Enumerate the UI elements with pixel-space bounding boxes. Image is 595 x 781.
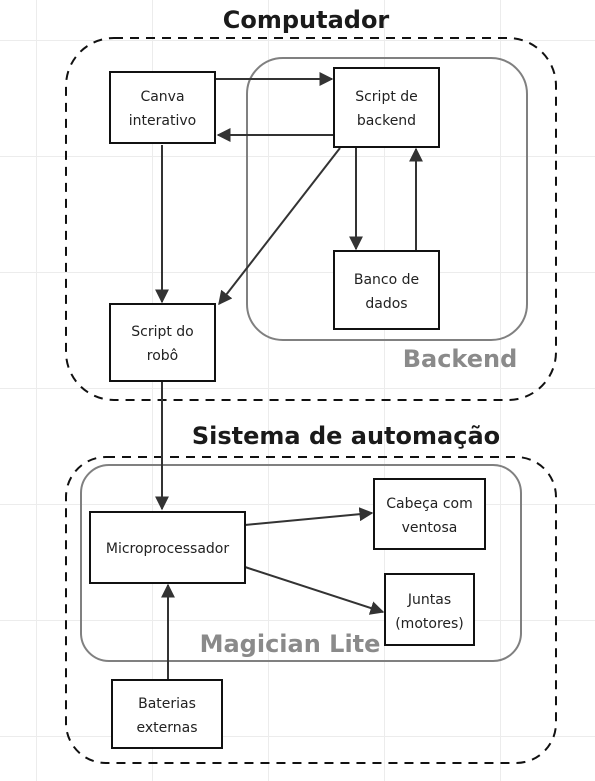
node-baterias-externas: Baterias externas — [111, 679, 223, 749]
sistema-group — [65, 456, 557, 764]
node-microprocessador: Microprocessador — [89, 511, 246, 584]
computador-group — [65, 37, 557, 401]
cabeca-label-line-2: ventosa — [402, 520, 458, 536]
node-cabeca-ventosa: Cabeça com ventosa — [373, 478, 486, 550]
edge-micro-to-cabeca — [244, 507, 374, 526]
juntas-label-line-2: (motores) — [395, 616, 464, 632]
backend-label-line-2: backend — [357, 113, 416, 129]
magician-group — [80, 464, 522, 662]
node-banco-de-dados: Banco de dados — [333, 250, 440, 330]
robo-label-line-2: robô — [147, 348, 178, 364]
banco-label-line-1: Banco de — [354, 272, 419, 288]
backend-title: Backend — [403, 345, 518, 373]
node-script-robo: Script do robô — [109, 303, 216, 382]
edge-micro-to-juntas — [244, 566, 385, 615]
node-canva-interativo: Canva interativo — [109, 71, 216, 144]
micro-label: Microprocessador — [106, 541, 230, 557]
node-juntas-motores: Juntas (motores) — [384, 573, 475, 646]
backend-group — [246, 57, 528, 341]
baterias-label-line-1: Baterias — [138, 696, 196, 712]
computador-title: Computador — [223, 6, 390, 34]
cabeca-label-line-1: Cabeça com — [386, 496, 472, 512]
baterias-label-line-2: externas — [136, 720, 197, 736]
canva-label-line-1: Canva — [140, 89, 184, 105]
node-script-backend: Script de backend — [333, 67, 440, 148]
edge-backend-to-robo — [218, 147, 341, 306]
canva-label-line-2: interativo — [129, 113, 196, 129]
backend-label-line-1: Script de — [355, 89, 418, 105]
robo-label-line-1: Script do — [131, 324, 194, 340]
magician-title: Magician Lite — [200, 630, 381, 658]
juntas-label-line-1: Juntas — [407, 592, 451, 608]
sistema-title: Sistema de automação — [192, 422, 500, 450]
banco-label-line-2: dados — [365, 296, 407, 312]
